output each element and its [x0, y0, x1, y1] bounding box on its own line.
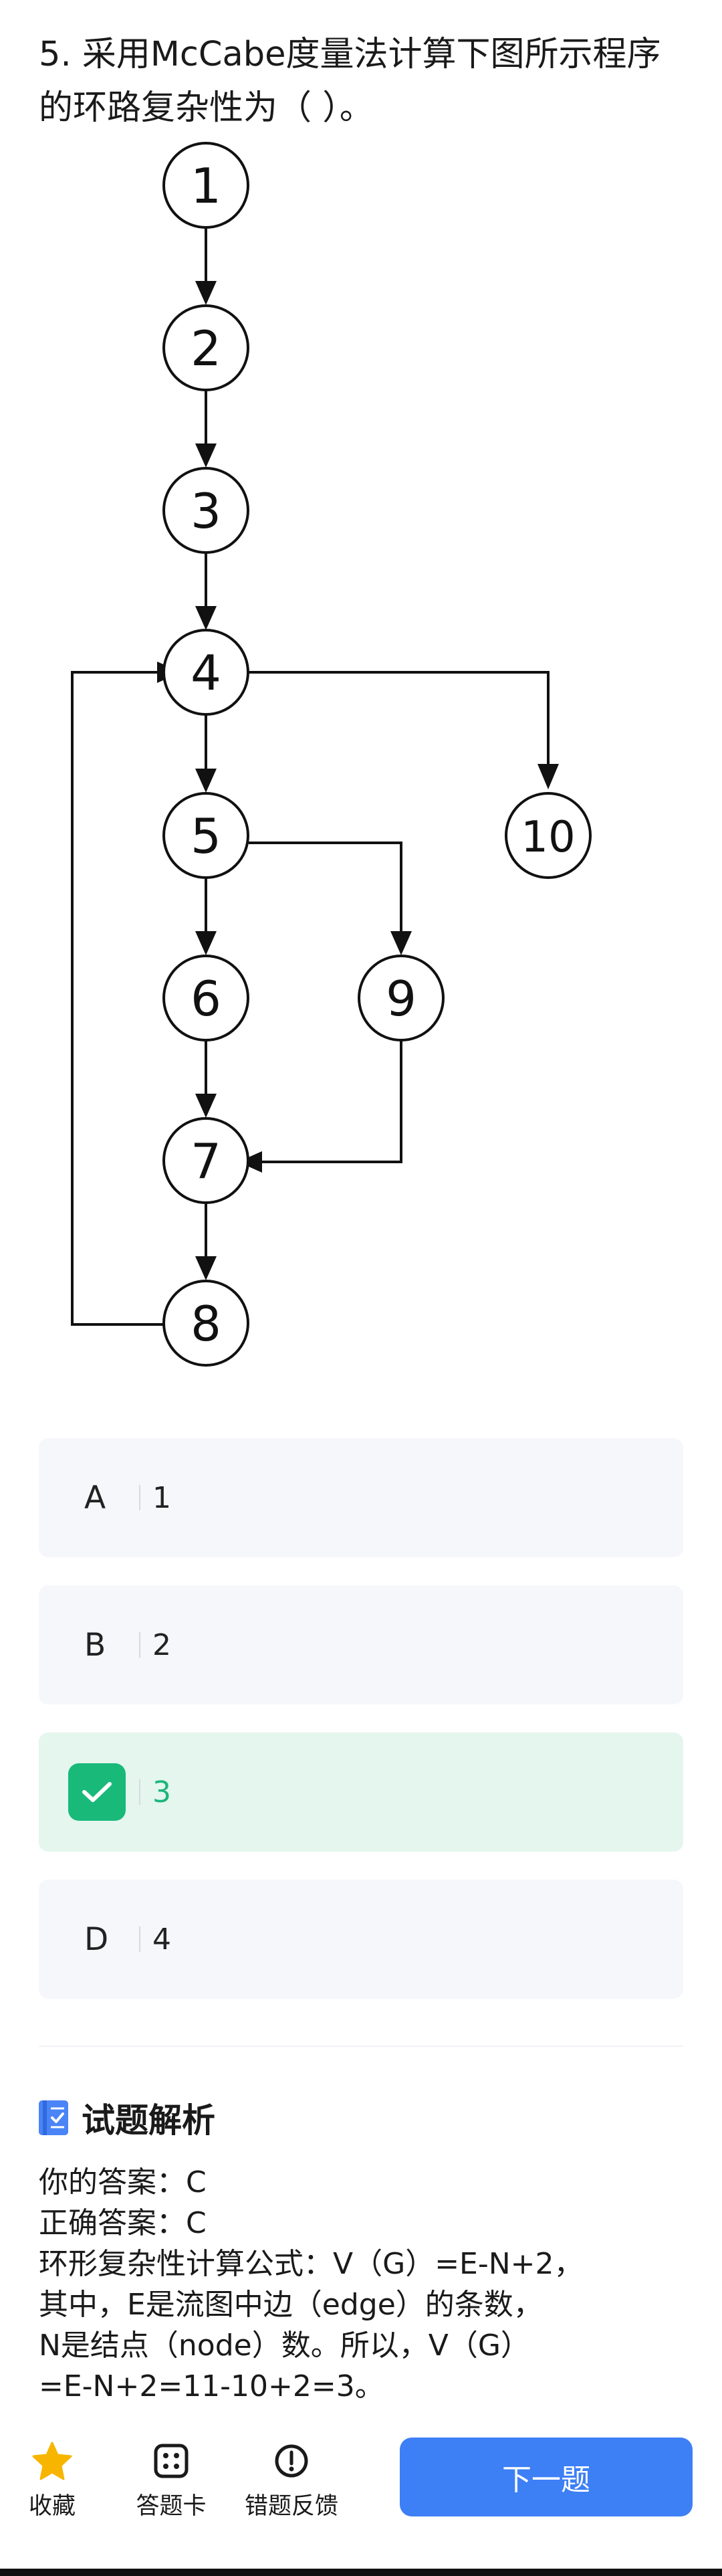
- node-label-4: 4: [191, 645, 221, 701]
- option-b-letter: B: [84, 1626, 106, 1664]
- option-a-text: 1: [152, 1480, 171, 1515]
- option-b-separator: [139, 1632, 140, 1658]
- report-error-label: 错题反馈: [244, 2493, 338, 2520]
- node-label-8: 8: [191, 1296, 221, 1352]
- flow-graph-diagram: 1 2 3 4 5 6 7 8 9 10: [71, 142, 592, 1367]
- node-4: [162, 629, 249, 716]
- favorite-label: 收藏: [28, 2493, 76, 2520]
- answer-card-label: 答题卡: [136, 2493, 207, 2520]
- option-b-text: 2: [152, 1627, 171, 1662]
- analysis-title: 试题解析: [82, 2101, 215, 2140]
- correct-answer: 正确答案：C: [39, 2206, 207, 2240]
- node-label-9: 9: [386, 971, 416, 1027]
- bottom-toolbar: 收藏 答题卡 错题反馈 下一题: [0, 2421, 722, 2575]
- report-error-button[interactable]: 错题反馈: [231, 2440, 352, 2521]
- node-3: [162, 467, 249, 554]
- node-5: [162, 792, 249, 879]
- node-7: [162, 1117, 249, 1204]
- answer-card-icon: [154, 2444, 189, 2478]
- option-a-separator: [139, 1485, 140, 1510]
- node-label-6: 6: [191, 971, 221, 1027]
- node-8: [162, 1280, 249, 1367]
- node-9: [358, 955, 445, 1042]
- option-d-text: 4: [152, 1922, 171, 1957]
- node-1: [162, 142, 249, 229]
- analysis-heading: 试题解析: [39, 2094, 215, 2142]
- node-2: [162, 304, 249, 391]
- node-label-5: 5: [191, 808, 221, 864]
- option-c-separator: [139, 1779, 140, 1805]
- next-question-button[interactable]: 下一题: [400, 2438, 693, 2516]
- explanation-line: 其中，E是流图中边（edge）的条数，: [39, 2288, 543, 2322]
- explanation-line: N是结点（node）数。所以，V（G）: [39, 2329, 530, 2363]
- node-label-3: 3: [191, 483, 221, 539]
- explanation-line: =E-N+2=11-10+2=3。: [39, 2369, 384, 2403]
- option-a-letter: A: [84, 1479, 106, 1516]
- analysis-body: 你的答案：C 正确答案：C 环形复杂性计算公式：V（G）=E-N+2， 其中，E…: [39, 2162, 681, 2407]
- alert-icon: [275, 2444, 308, 2478]
- explanation-line: 环形复杂性计算公式：V（G）=E-N+2，: [39, 2247, 584, 2281]
- screen-bottom-edge: [0, 2569, 722, 2576]
- document-icon: [39, 2100, 68, 2135]
- option-c-text: 3: [152, 1775, 171, 1809]
- node-label-7: 7: [191, 1133, 221, 1189]
- check-icon: [68, 1763, 126, 1821]
- star-icon: [32, 2442, 72, 2480]
- node-label-10: 10: [521, 813, 575, 862]
- answer-card-button[interactable]: 答题卡: [111, 2440, 231, 2521]
- option-d-letter: D: [84, 1920, 109, 1958]
- option-d[interactable]: D 4: [39, 1880, 683, 1999]
- favorite-button[interactable]: 收藏: [0, 2440, 112, 2521]
- your-answer: 你的答案：C: [39, 2165, 207, 2199]
- node-10: [505, 792, 592, 879]
- question-text: 5. 采用McCabe度量法计算下图所示程序的环路复杂性为（ ）。: [39, 35, 661, 128]
- section-divider: [39, 2046, 683, 2047]
- node-label-1: 1: [191, 158, 221, 214]
- node-label-2: 2: [191, 320, 221, 377]
- node-6: [162, 955, 249, 1042]
- option-b[interactable]: B 2: [39, 1585, 683, 1704]
- option-d-separator: [139, 1926, 140, 1952]
- option-a[interactable]: A 1: [39, 1438, 683, 1557]
- option-c[interactable]: 3: [39, 1732, 683, 1852]
